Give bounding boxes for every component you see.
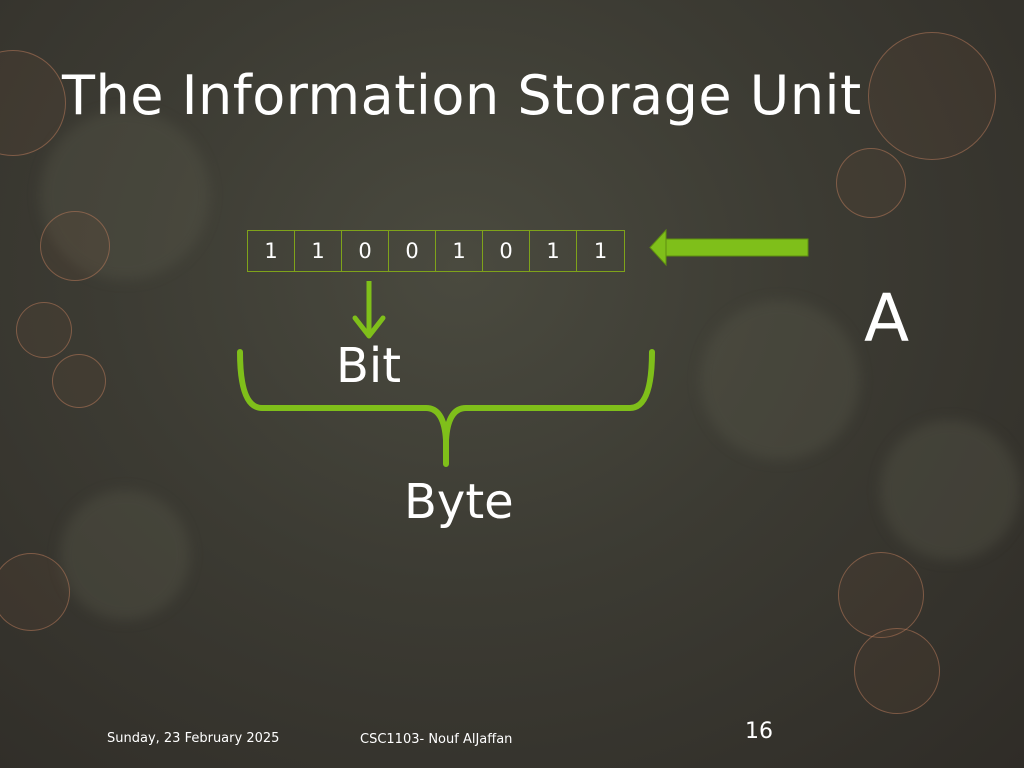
background-bokeh-ring xyxy=(16,302,72,358)
bit-cell: 1 xyxy=(295,231,342,271)
byte-label: Byte xyxy=(404,474,514,530)
background-bokeh-ring xyxy=(52,354,106,408)
bit-cell: 1 xyxy=(530,231,577,271)
down-arrow-icon xyxy=(352,281,386,339)
background-bokeh-ring xyxy=(838,552,924,638)
background-bokeh-ring xyxy=(836,148,906,218)
footer-date: Sunday, 23 February 2025 xyxy=(107,731,280,746)
background-bokeh xyxy=(700,300,860,460)
bit-cell: 1 xyxy=(436,231,483,271)
byte-bit-cells: 1 1 0 0 1 0 1 1 xyxy=(247,230,625,272)
footer-course: CSC1103- Nouf AlJaffan xyxy=(360,732,513,747)
left-arrow-icon xyxy=(649,228,809,267)
bit-cell: 0 xyxy=(389,231,436,271)
bit-label: Bit xyxy=(336,338,402,394)
background-bokeh xyxy=(60,490,190,620)
background-bokeh xyxy=(880,420,1020,560)
character-label: A xyxy=(864,280,910,357)
slide-title: The Information Storage Unit xyxy=(62,64,862,127)
bit-cell: 1 xyxy=(248,231,295,271)
bit-cell: 0 xyxy=(342,231,389,271)
bit-cell: 0 xyxy=(483,231,530,271)
background-bokeh-ring xyxy=(854,628,940,714)
byte-brace xyxy=(237,349,655,467)
background-bokeh-ring xyxy=(0,553,70,631)
background-bokeh-ring xyxy=(40,211,110,281)
bit-cell: 1 xyxy=(593,239,608,263)
slide-number: 16 xyxy=(745,719,773,744)
background-bokeh-ring xyxy=(868,32,996,160)
